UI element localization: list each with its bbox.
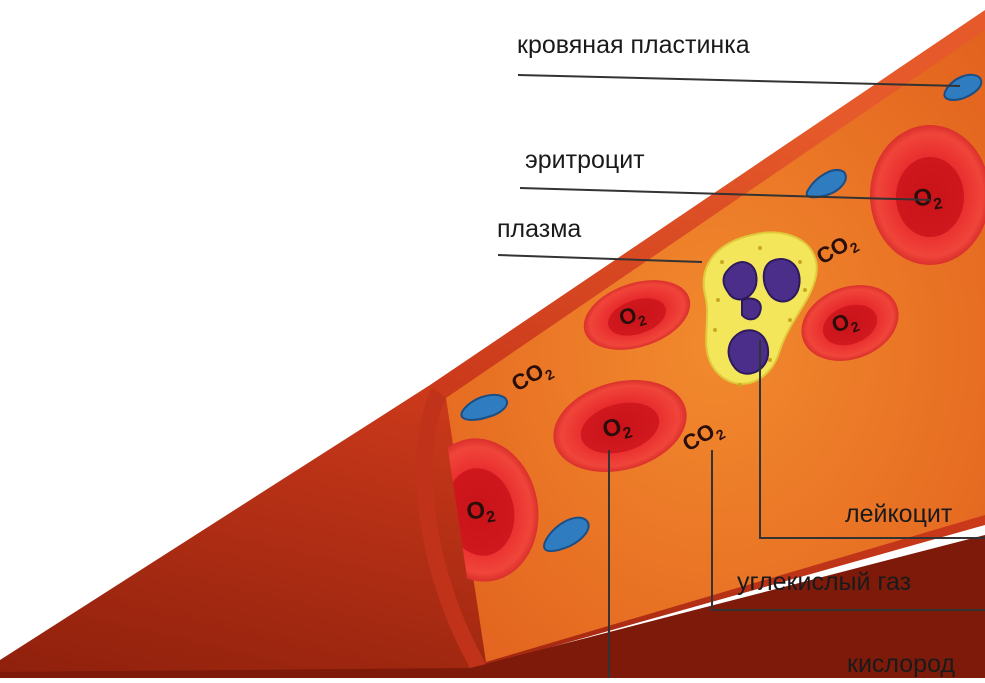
label-plasma: плазма	[497, 215, 581, 244]
label-carbon-dioxide: углекислый газ	[737, 568, 911, 597]
label-platelet: кровяная пластинка	[517, 31, 750, 60]
label-leukocyte: лейкоцит	[845, 500, 952, 529]
label-oxygen: кислород	[847, 650, 955, 679]
label-erythrocyte: эритроцит	[525, 146, 645, 175]
